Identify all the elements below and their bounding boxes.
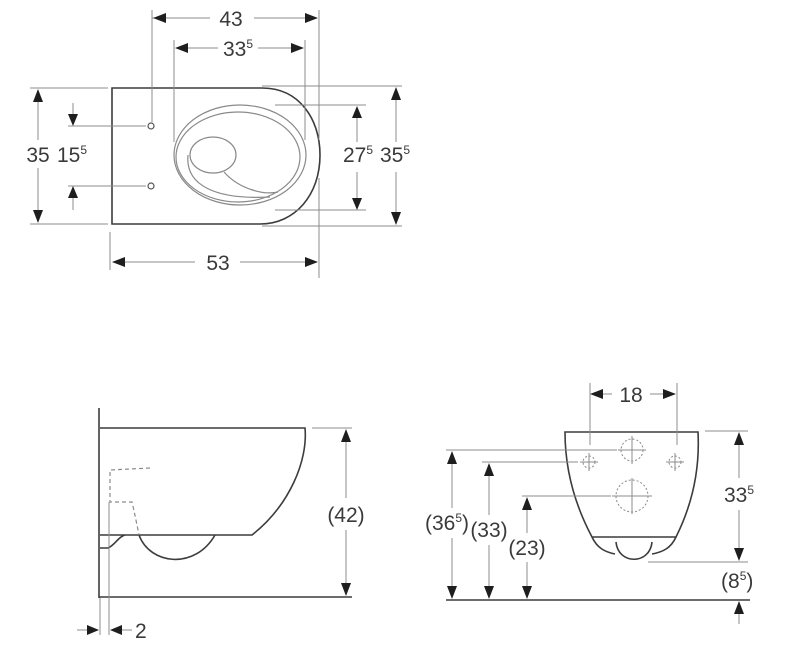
dim-h2: (33) xyxy=(470,519,507,542)
dim-wall-gap: 2 xyxy=(135,620,147,643)
bowl-rim-lines xyxy=(173,104,307,206)
hidden-trap-line xyxy=(109,467,151,536)
top-view: 43 335 53 35 155 275 xyxy=(26,8,410,278)
side-view: (42) 2 xyxy=(77,408,365,643)
dim-hole-spacing: 155 xyxy=(57,143,87,167)
dim-bolt-spacing: 18 xyxy=(619,384,642,407)
top-view-outline xyxy=(111,87,321,225)
dim-bowl-opening: 275 xyxy=(343,143,373,167)
bolt-hole-left xyxy=(580,453,598,471)
dim-height-left: 35 xyxy=(26,144,49,167)
bolt-hole-center-top xyxy=(618,436,646,464)
extension-lines-top xyxy=(30,10,402,278)
dim-overall-width: 43 xyxy=(219,8,242,31)
mounting-hole-bottom xyxy=(147,182,155,190)
side-view-outline xyxy=(100,427,307,536)
mounting-hole-top xyxy=(147,122,155,130)
drain-hole xyxy=(612,478,652,514)
dim-depth: 53 xyxy=(206,252,229,275)
dim-overall-right: 355 xyxy=(380,143,410,167)
dim-h3: (23) xyxy=(508,537,545,560)
front-view: 18 (365) (33) (23) 335 (85) xyxy=(425,383,754,624)
dim-h1: (365) xyxy=(425,511,469,535)
dim-bottom-clearance: (85) xyxy=(721,569,753,593)
dim-body-height: 335 xyxy=(724,483,754,507)
dim-inner-width: 335 xyxy=(223,37,253,61)
bolt-hole-right xyxy=(666,453,684,471)
dim-side-height: (42) xyxy=(327,504,364,527)
